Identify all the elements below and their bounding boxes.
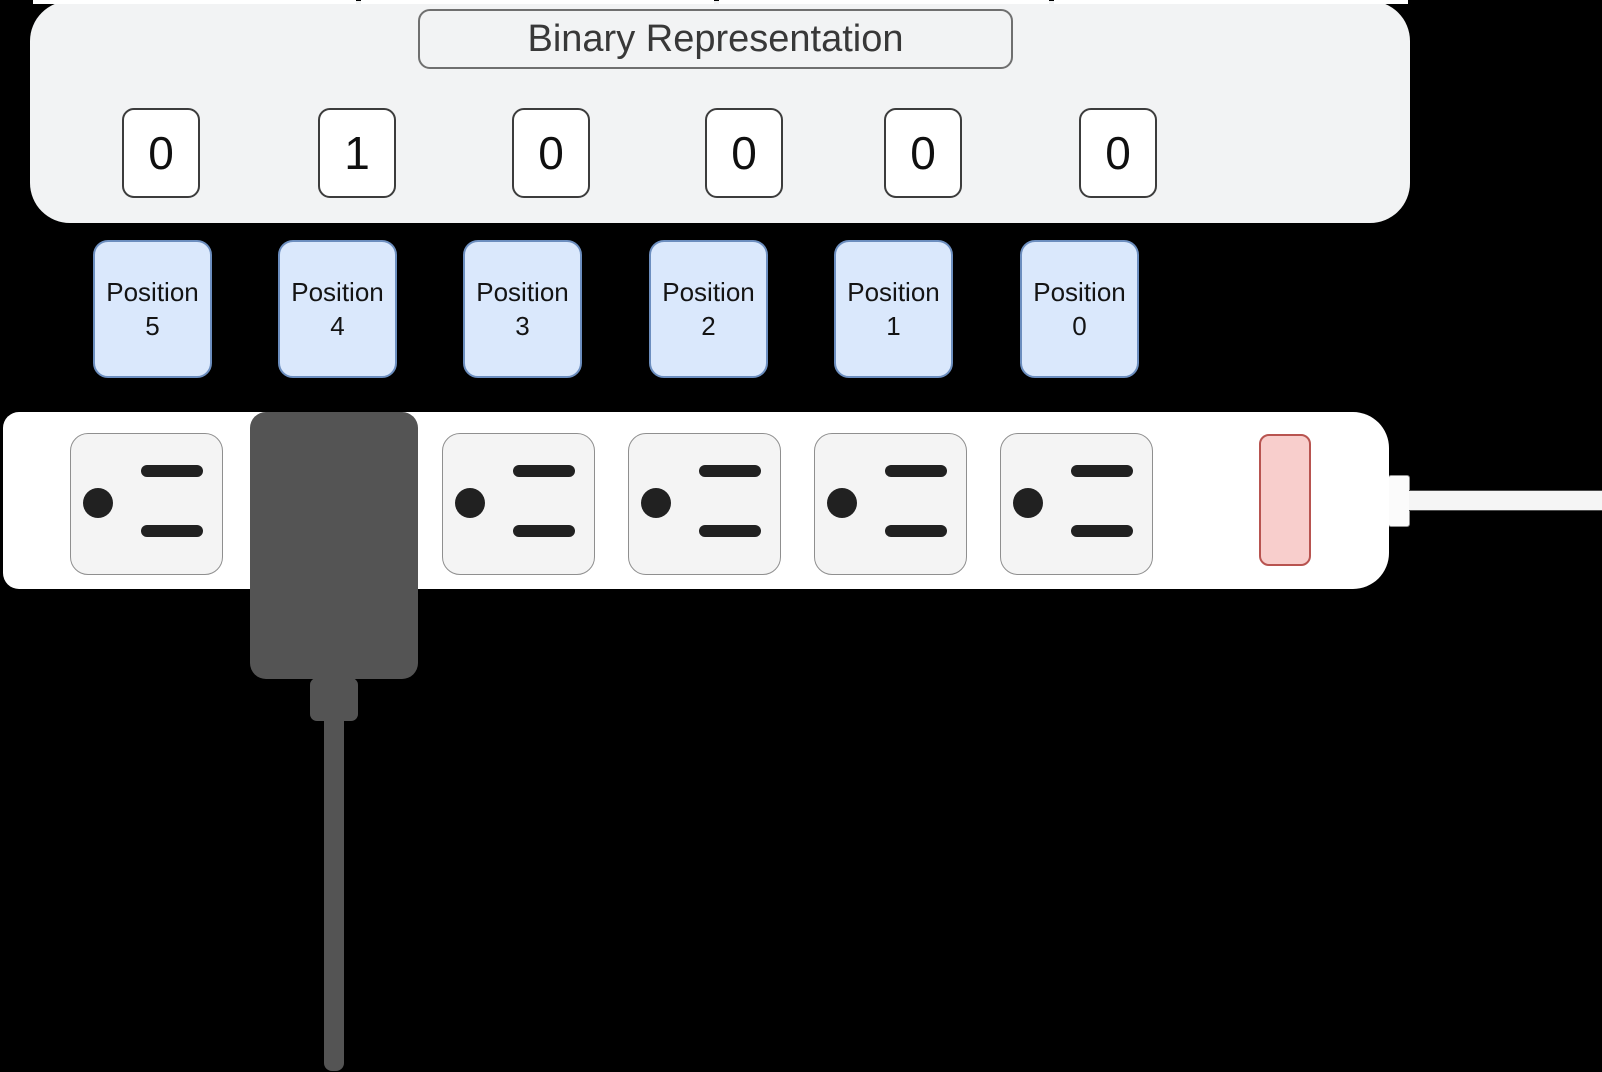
position-label-3: Position 3 [463,240,582,378]
position-label-1: Position 1 [834,240,953,378]
panel-top-edge-segment [361,0,714,4]
prong-slot-icon [1071,525,1133,537]
plug-cable-relief [310,678,358,721]
position-label-word: Position [476,277,569,307]
ground-hole-icon [455,488,485,518]
prong-slot-icon [141,465,203,477]
outlet-position-5[interactable] [70,433,223,575]
position-label-number: 4 [330,311,345,341]
bit-value: 0 [148,127,174,179]
prong-slot-icon [513,525,575,537]
position-label-0: Position 0 [1020,240,1139,378]
outlet-position-3[interactable] [442,433,595,575]
ground-hole-icon [827,488,857,518]
panel-top-edge-segment [33,0,356,4]
bit-value: 0 [910,127,936,179]
bit-box-position-5[interactable]: 0 [122,108,200,198]
bit-box-position-1[interactable]: 0 [884,108,962,198]
prong-slot-icon [885,525,947,537]
bit-box-position-0[interactable]: 0 [1079,108,1157,198]
position-label-number: 5 [145,311,160,341]
ground-hole-icon [83,488,113,518]
prong-slot-icon [885,465,947,477]
prong-slot-icon [141,525,203,537]
position-label-2: Position 2 [649,240,768,378]
position-label-number: 3 [515,311,530,341]
bit-box-position-4[interactable]: 1 [318,108,396,198]
bit-box-position-3[interactable]: 0 [512,108,590,198]
bit-value: 0 [731,127,757,179]
panel-top-edge-segment [719,0,1049,4]
prong-slot-icon [1071,465,1133,477]
power-cord [1409,490,1602,511]
bit-box-position-2[interactable]: 0 [705,108,783,198]
plug-body[interactable] [250,412,418,679]
position-label-4: Position 4 [278,240,397,378]
ground-hole-icon [641,488,671,518]
cord-strain-relief [1388,475,1410,527]
bit-value: 0 [538,127,564,179]
plug-cable [324,719,344,1071]
power-switch[interactable] [1259,434,1311,566]
panel-title-text: Binary Representation [527,17,904,60]
binary-representation-panel: Binary Representation 0 1 0 0 0 0 [30,1,1410,223]
position-label-number: 0 [1072,311,1087,341]
outlet-position-0[interactable] [1000,433,1153,575]
position-label-5: Position 5 [93,240,212,378]
bit-value: 1 [344,127,370,179]
position-label-word: Position [106,277,199,307]
prong-slot-icon [699,465,761,477]
prong-slot-icon [699,525,761,537]
position-label-word: Position [662,277,755,307]
position-label-number: 2 [701,311,716,341]
position-label-word: Position [291,277,384,307]
position-label-number: 1 [886,311,901,341]
prong-slot-icon [513,465,575,477]
panel-title: Binary Representation [418,9,1013,69]
position-label-word: Position [847,277,940,307]
power-strip [3,412,1389,589]
panel-top-edge-segment [1054,0,1408,4]
bit-value: 0 [1105,127,1131,179]
ground-hole-icon [1013,488,1043,518]
position-label-word: Position [1033,277,1126,307]
outlet-position-1[interactable] [814,433,967,575]
outlet-position-2[interactable] [628,433,781,575]
